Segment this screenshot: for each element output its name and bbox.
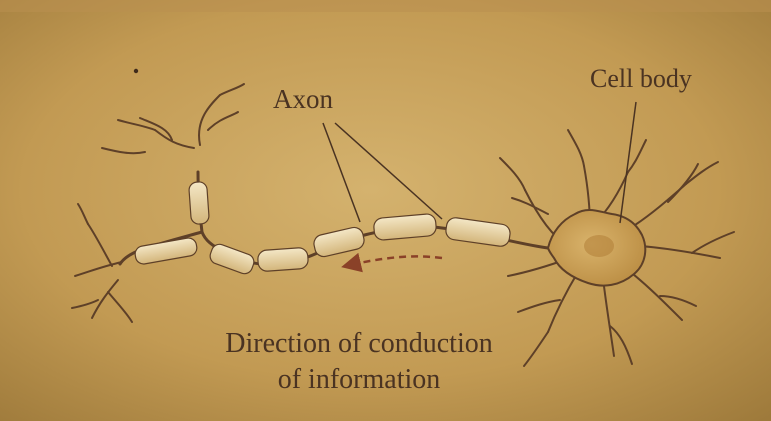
direction-caption-line-2: of information: [204, 362, 514, 398]
cell-body-label: Cell body: [590, 66, 692, 92]
dust-speck: [134, 69, 138, 73]
direction-caption-line-1: Direction of conduction: [204, 326, 514, 362]
top-edge-shadow: [0, 0, 771, 12]
axon-label: Axon: [273, 86, 333, 113]
direction-caption: Direction of conduction of information: [204, 326, 514, 398]
nucleus: [584, 235, 614, 257]
